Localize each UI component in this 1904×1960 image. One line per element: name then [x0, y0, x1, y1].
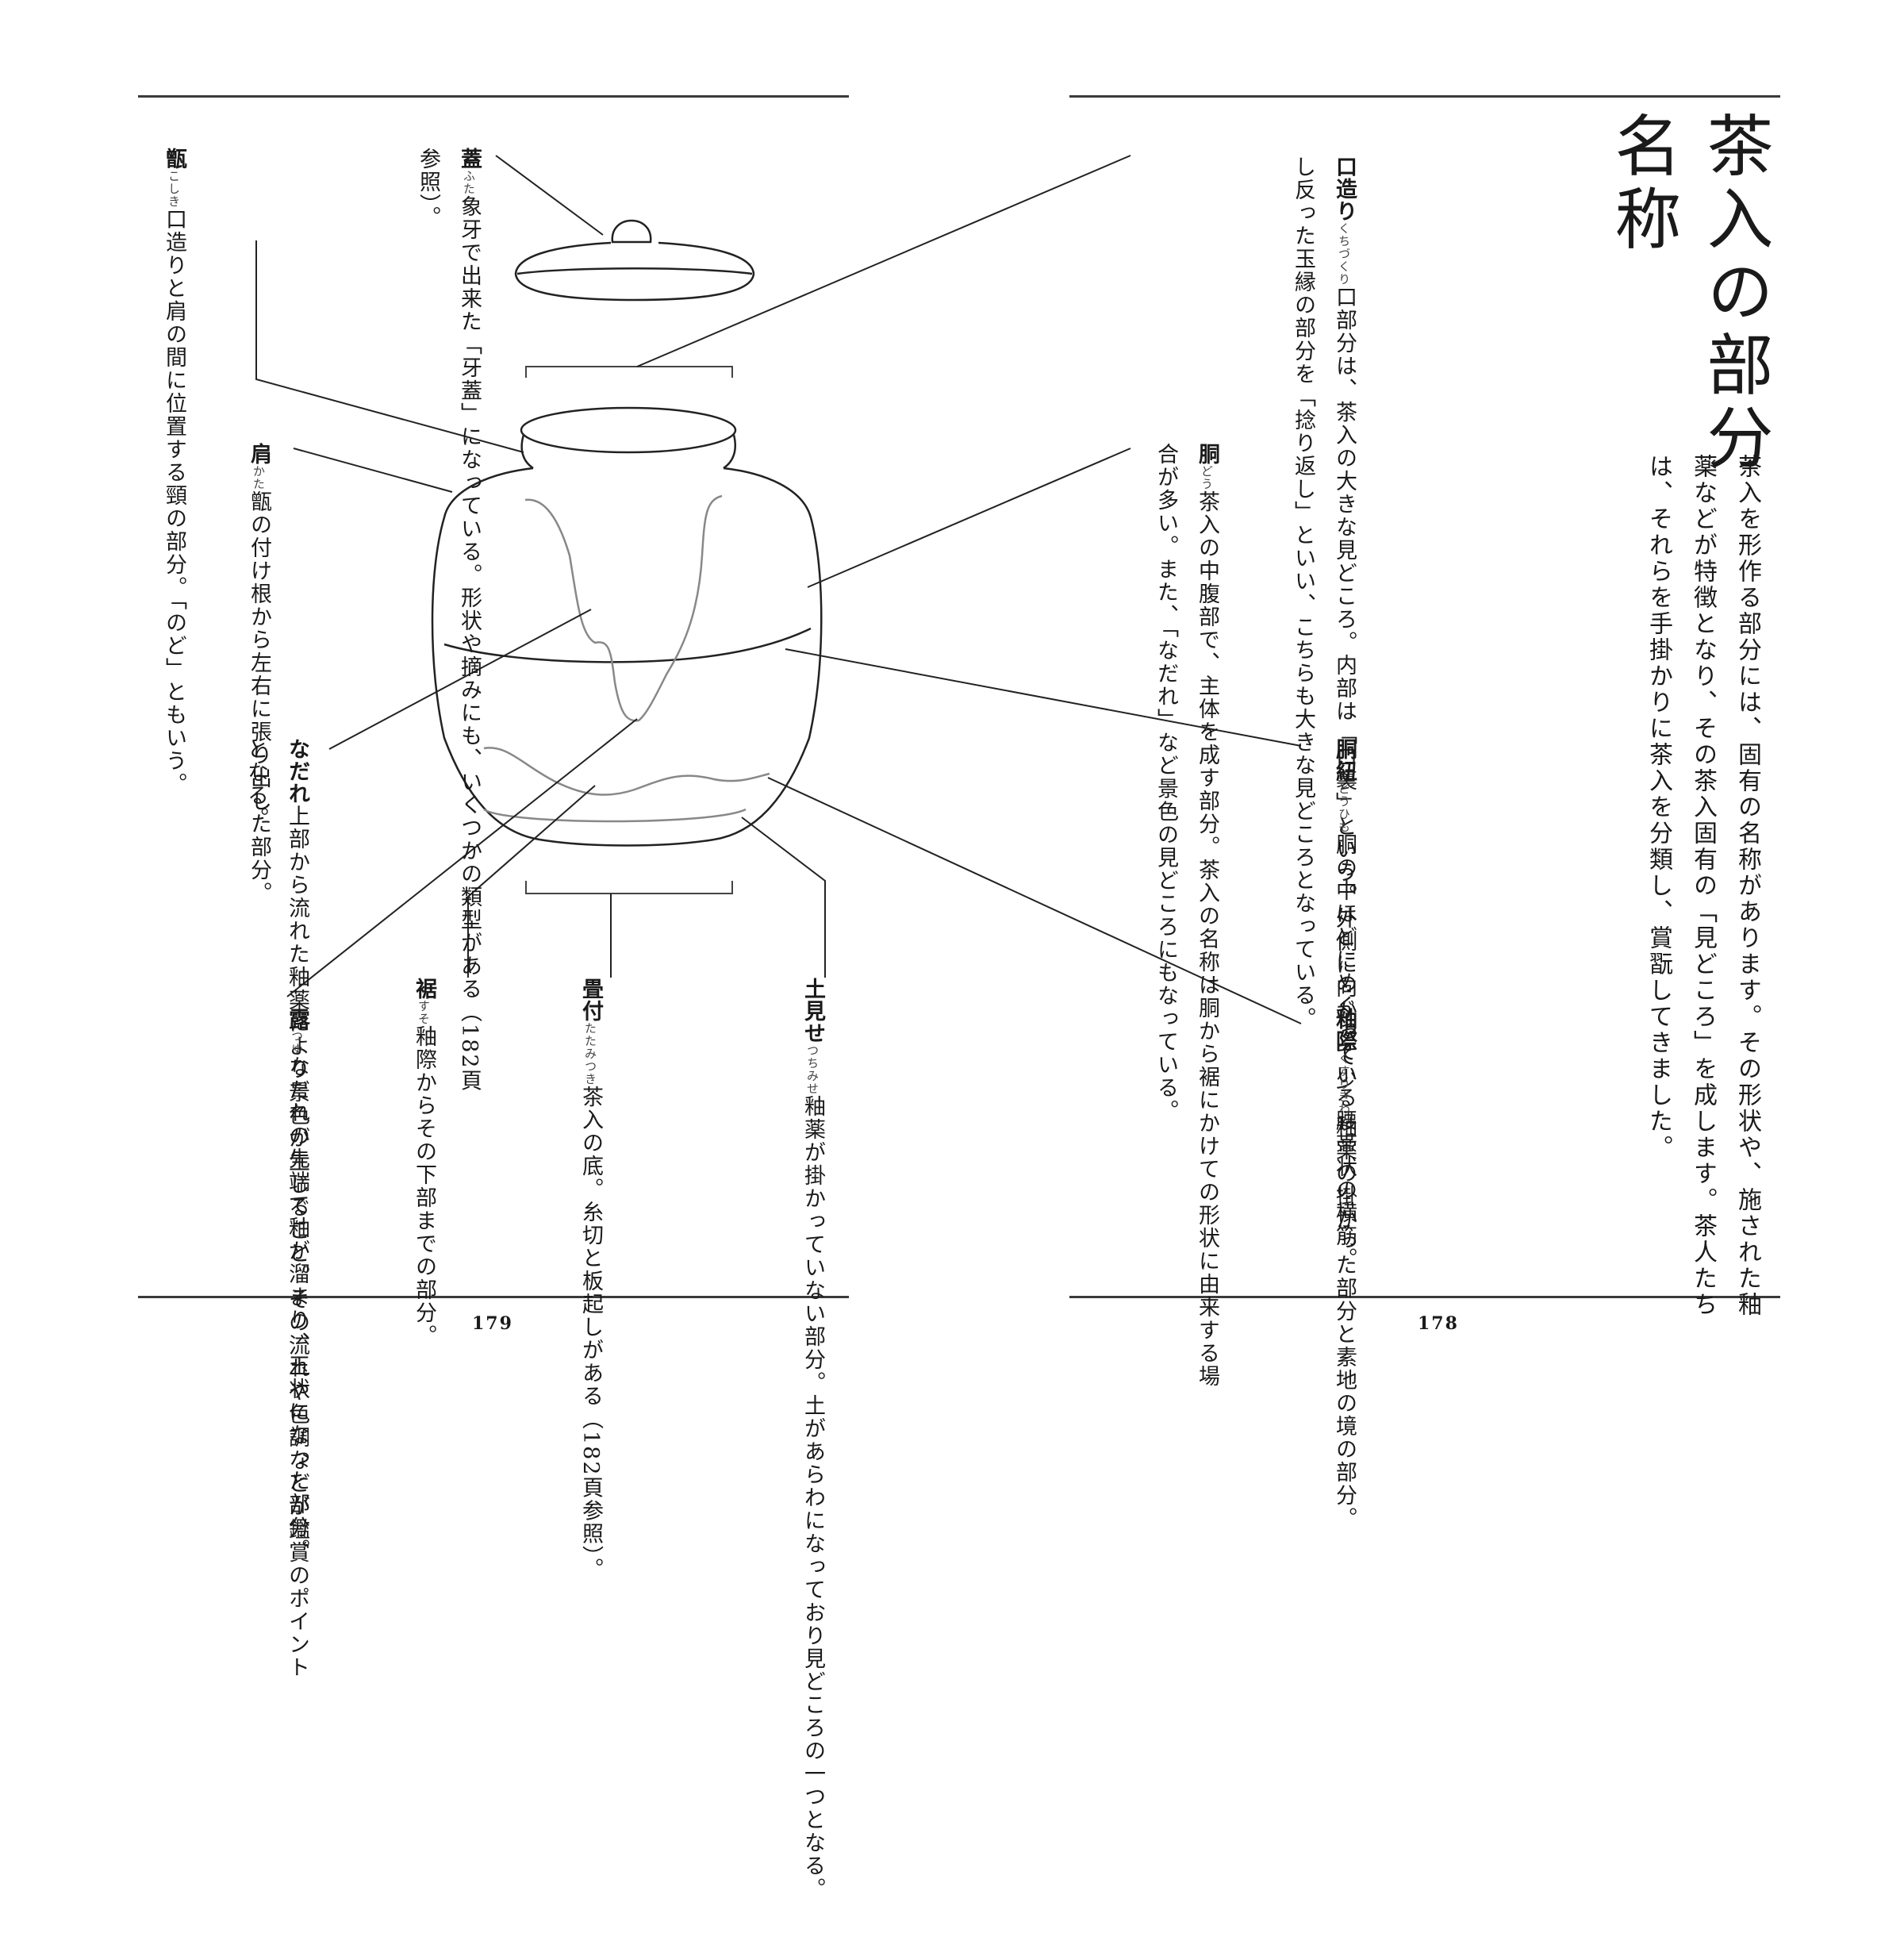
entry-douhimo: 胴紐どうひも胴の中ほどにめぐっている腰帯状の横筋。	[1323, 738, 1365, 1690]
entry-title: 土見せ	[800, 978, 825, 1044]
entry-reading: たたみつき	[583, 1022, 597, 1086]
leader-nadare	[328, 609, 592, 750]
entry-text: 茶入の底。糸切と板起しがある（182頁参照）。	[578, 1086, 603, 1581]
caddy-neck-left	[520, 434, 534, 470]
entry-title: なだれ	[285, 738, 309, 805]
entry-reading: つゆ	[290, 1030, 304, 1055]
caddy-rim	[520, 406, 737, 454]
lid-knob	[611, 219, 652, 244]
kusurigiwa-line	[483, 747, 770, 796]
bracket-mouth	[525, 366, 733, 378]
lid-drawing	[514, 219, 755, 302]
leader-kata	[293, 448, 453, 493]
entry-kusurigiwa: 釉際くすりぎわ釉薬の掛かった部分と素地の境の部分。	[1323, 1008, 1365, 1960]
entry-kata: 肩かた甑の付け根から左右に張り出した部分。	[238, 443, 279, 1395]
entry-tsuyu: 露つゆなだれの先端で釉が溜まり、玉状になった部分。	[276, 1008, 317, 1960]
entry-title: 口造り	[1332, 156, 1357, 222]
entry-reading: どうひも	[1337, 782, 1351, 833]
top-rule-right	[1069, 95, 1780, 98]
leader-kusurigiwa	[767, 777, 1302, 1024]
lid-rim-line	[516, 267, 753, 275]
entry-reading: くちづくり	[1337, 222, 1351, 286]
lid-body	[514, 241, 755, 302]
nadare-flow	[524, 494, 723, 722]
bottom-rule-right	[1069, 1296, 1780, 1298]
entry-text: 釉薬の掛かった部分と素地の境の部分。	[1332, 1116, 1357, 1530]
leader-kuchizukuri	[636, 155, 1131, 367]
entry-text: 茶入の中腹部で、主体を成す部分。茶入の名称は胴から裾にかけての形状に由来する場合…	[1154, 443, 1219, 1388]
leader-suso	[467, 785, 596, 978]
entry-title: 畳付	[578, 978, 603, 1022]
entry-dou: 胴どう茶入の中腹部で、主体を成す部分。茶入の名称は胴から裾にかけての形状に由来す…	[1145, 443, 1227, 1395]
entry-text: 口部分は、茶入の大きな見どころ。内部は「口裏」という。外側に向かって少し反った玉…	[1291, 156, 1357, 1091]
entry-koshiki: 甑こしき口造りと肩の間に位置する頸の部分。「のど」ともいう。	[153, 148, 194, 1100]
entry-reading: こしき	[167, 170, 181, 208]
leader-futa	[495, 155, 604, 236]
entry-text: 釉薬が掛かっていない部分。土があらわになっており見どころの一つとなる。	[800, 1095, 825, 1900]
entry-title: 釉際	[1332, 1008, 1357, 1052]
entry-title: 胴	[1195, 443, 1219, 465]
caddy-body-drawing	[431, 406, 823, 847]
top-rule-left	[138, 95, 849, 98]
page-number-right: 178	[1418, 1313, 1459, 1334]
leader-tsuchimise	[741, 817, 826, 978]
entry-reading: かた	[251, 465, 266, 490]
glaze-lines	[483, 494, 770, 823]
entry-text: 胴の中ほどにめぐっている腰帯状の横筋。	[1332, 833, 1357, 1270]
caddy-outline-left	[431, 467, 540, 841]
entry-text: 釉際からその下部までの部分。	[412, 1025, 436, 1347]
leader-douhimo	[785, 648, 1302, 747]
leader-lines	[255, 155, 1302, 1024]
entry-suso: 裾すそ釉際からその下部までの部分。	[403, 978, 444, 1930]
entry-reading: ふた	[462, 170, 476, 195]
leader-dou	[807, 448, 1131, 588]
entry-tsuchimise: 土見せつちみせ釉薬が掛かっていない部分。土があらわになっており見どころの一つとな…	[792, 978, 833, 1930]
dohimo-band	[443, 627, 812, 663]
entry-text: 甑の付け根から左右に張り出した部分。	[247, 490, 271, 905]
entry-title: 蓋	[457, 148, 482, 170]
page-number-left: 179	[472, 1313, 513, 1334]
entry-title: 肩	[247, 443, 271, 465]
bottom-rule-left	[138, 1296, 849, 1298]
entry-text: なだれの先端で釉が溜まり、玉状になった部分。	[285, 1055, 309, 1562]
entry-reading: すそ	[416, 1000, 431, 1025]
caddy-outline-right	[713, 467, 823, 841]
bracket-base	[525, 881, 733, 894]
entry-futa: 蓋ふた象牙で出来た「牙蓋」になっている。形状や摘みにも、いくつかの類型がある（1…	[407, 148, 489, 1100]
entry-title: 裾	[412, 978, 436, 1000]
entry-title: 露	[285, 1008, 309, 1030]
entry-tatamitsuki: 畳付たたみつき茶入の底。糸切と板起しがある（182頁参照）。	[570, 978, 611, 1930]
entry-kuchizukuri: 口造りくちづくり口部分は、茶入の大きな見どころ。内部は「口裏」という。外側に向か…	[1282, 156, 1365, 1108]
entry-title: 甑	[162, 148, 186, 170]
entry-text: 象牙で出来た「牙蓋」になっている。形状や摘みにも、いくつかの類型がある（182頁…	[416, 148, 482, 1093]
page-title: 茶入の部分名称	[1604, 111, 1774, 476]
caddy-base	[539, 838, 715, 847]
intro-text: 茶入を形作る部分には、固有の名称があります。その形状や、施された釉薬などが特徴と…	[1645, 454, 1761, 1318]
chaire-illustration	[255, 155, 1302, 1024]
entry-text: 口造りと肩の間に位置する頸の部分。「のど」ともいう。	[162, 208, 186, 796]
entry-reading: くすりぎわ	[1337, 1052, 1351, 1116]
foot-line	[483, 808, 747, 823]
entry-reading: つちみせ	[805, 1044, 820, 1095]
caddy-neck-right	[723, 434, 737, 470]
entry-reading: どう	[1200, 465, 1214, 490]
entry-title: 胴紐	[1332, 738, 1357, 782]
leader-tsuyu	[286, 718, 638, 997]
leader-koshiki	[255, 240, 524, 453]
